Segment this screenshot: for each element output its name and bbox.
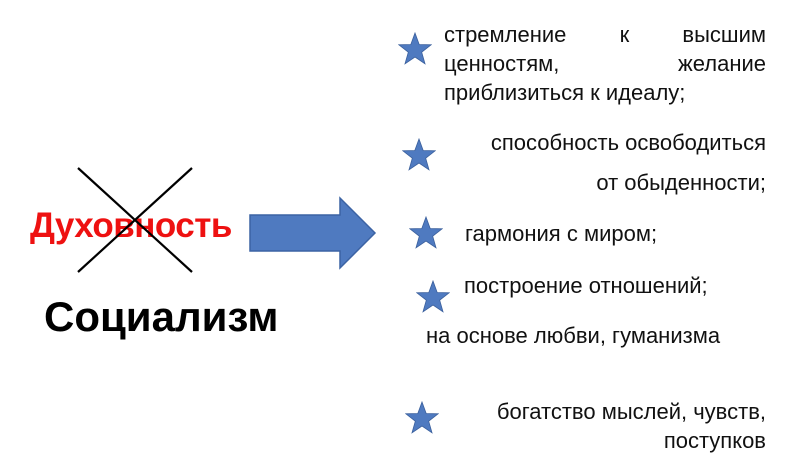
ability-line-1: способность освободиться [490,130,766,155]
aspiration-line-3: приблизиться к идеалу; [444,80,686,105]
word: ценностям, [444,51,560,76]
crossed-word: Духовность [30,206,232,245]
item-richness: богатство мыслей, чувств, поступков [497,397,766,455]
richness-line-2: поступков [663,428,766,453]
item-harmony: гармония с миром; [465,221,658,246]
aspiration-line-2: ценностям, желание [444,49,766,78]
word: стремление [444,22,567,47]
item-aspiration: стремление к высшим ценностям, желание п… [444,20,766,107]
star-icon [416,280,450,313]
star-icon [402,138,436,171]
richness-line-1: богатство мыслей, чувств, [496,399,766,424]
star-icon [405,401,439,434]
word: желание [678,51,766,76]
item-basis: на основе любви, гуманизма [426,323,721,348]
item-ability: способность освободиться от обыденности; [491,128,766,197]
word: высшим [682,22,766,47]
word: к [619,22,630,47]
replacement-word: Социализм [44,293,279,340]
ability-line-2: от обыденности; [596,170,766,195]
right-arrow-icon [249,196,377,270]
aspiration-line-1: стремление к высшим [444,20,766,49]
star-icon [398,32,432,65]
star-icon [409,216,443,249]
cross-out-mark [77,167,193,273]
item-relations: построение отношений; [464,273,708,298]
